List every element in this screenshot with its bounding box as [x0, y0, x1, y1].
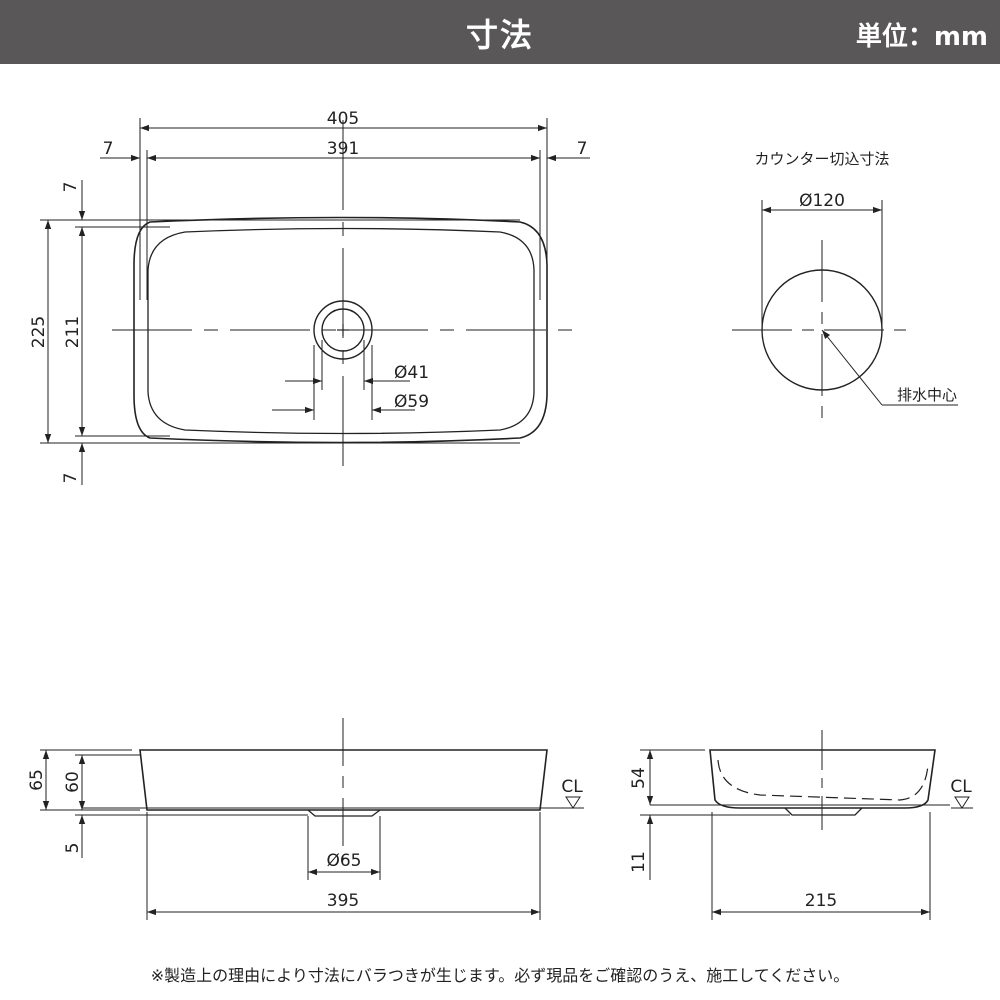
dim-width-outer: 405 — [327, 109, 359, 129]
footnote: ※製造上の理由により寸法にバラつきが生じます。必ず現品をご確認のうえ、施工してく… — [150, 966, 850, 985]
front-view-labels: 65 60 5 Ø65 395 CL — [27, 769, 583, 911]
front-cl-label: CL — [561, 777, 583, 797]
dim-width-inner: 391 — [327, 139, 359, 159]
side-view-basin — [709, 749, 936, 816]
dim-height-bowl: 60 — [63, 771, 83, 793]
counter-cutout-labels: カウンター切込寸法 Ø120 排水中心 — [754, 150, 957, 404]
top-view-labels: 405 391 7 7 225 211 7 7 Ø41 Ø59 — [29, 109, 587, 483]
dim-front-width: 395 — [327, 891, 359, 911]
dim-bottom-margin: 7 — [61, 473, 81, 484]
drain-hole — [313, 300, 373, 360]
top-view-centerlines — [112, 120, 578, 475]
dim-height-inner: 211 — [63, 316, 83, 348]
dim-side-height: 54 — [629, 767, 649, 789]
top-view-basin — [133, 216, 548, 444]
header-bar: 寸法 単位：mm — [0, 0, 1000, 64]
dim-drain-outer: Ø59 — [394, 392, 429, 412]
dim-side-right: 7 — [577, 139, 588, 159]
dim-base: 5 — [63, 843, 83, 854]
dim-side-left: 7 — [103, 139, 114, 159]
dim-drain-inner: Ø41 — [394, 363, 429, 383]
side-view-labels: 54 11 215 CL — [629, 767, 972, 911]
dim-front-drain: Ø65 — [326, 851, 361, 871]
dim-cutout-diameter: Ø120 — [799, 191, 845, 211]
page-title: 寸法 — [465, 16, 534, 54]
dim-side-width: 215 — [805, 891, 837, 911]
drain-center-label: 排水中心 — [897, 386, 957, 404]
dim-height-outer: 225 — [29, 316, 49, 348]
dim-side-drain: 11 — [629, 851, 649, 873]
dim-height-total: 65 — [27, 769, 47, 791]
side-cl-label: CL — [950, 777, 972, 797]
counter-cutout-title: カウンター切込寸法 — [754, 150, 889, 168]
unit-label: 単位：mm — [855, 22, 988, 52]
dim-top-margin: 7 — [61, 182, 81, 193]
